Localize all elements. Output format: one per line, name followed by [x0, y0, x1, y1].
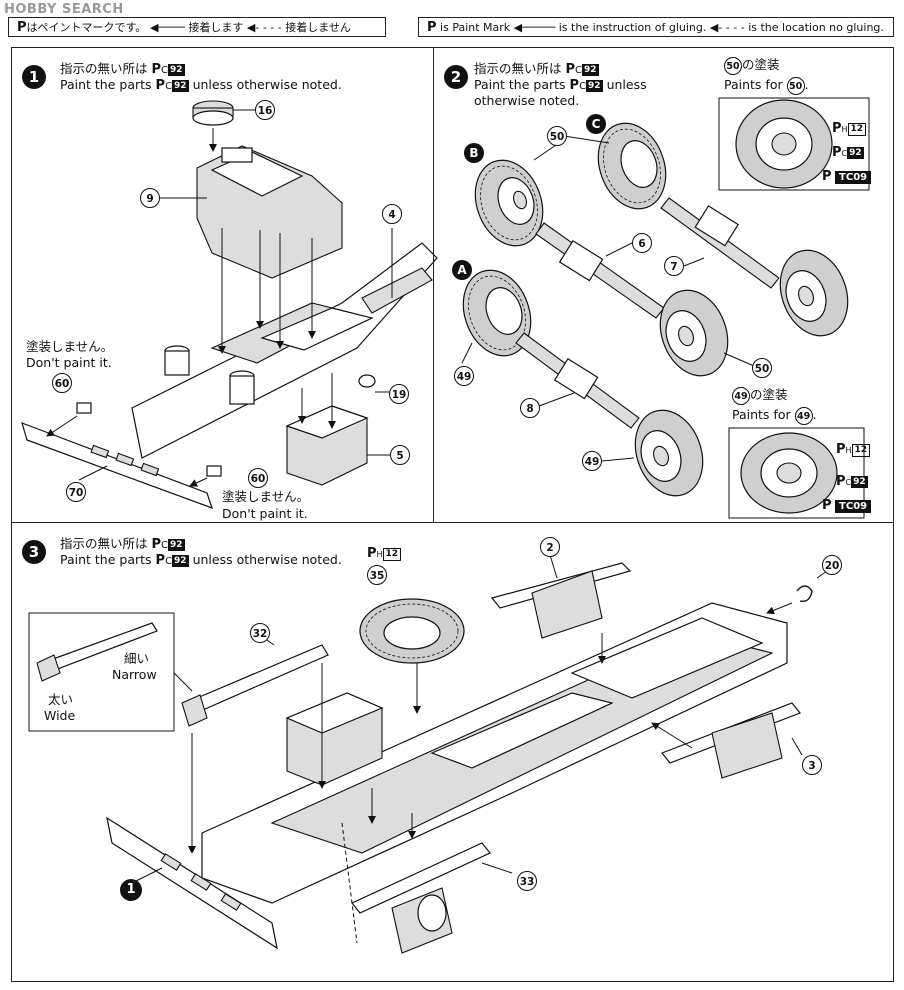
paint-mark-icon: P	[151, 62, 162, 77]
step-3-number: 3	[22, 540, 46, 564]
paint-mark-icon: P	[151, 537, 162, 552]
part-callout-49b: 49	[582, 451, 602, 471]
legend-en-glue: is the instruction of gluing.	[558, 21, 707, 34]
paint-mark-icon: P	[155, 78, 166, 93]
arrow-dashed-icon: ◀- - - -	[246, 21, 282, 34]
wide-en: Wide	[44, 708, 76, 723]
part-callout-50: 50	[547, 126, 567, 146]
detail-50-tc: P TC09	[822, 168, 872, 185]
step-1-no-paint-jp: 塗装しません。	[26, 339, 114, 354]
legend-en-paint: is Paint Mark	[440, 21, 511, 34]
detail-50-title-en: Paints for 50.	[724, 76, 809, 95]
part-callout-8: 8	[520, 398, 540, 418]
arrow-solid-icon: ◀────	[149, 21, 185, 34]
legend-jp: Pはペイントマークです。 ◀──── 接着します ◀- - - - 接着しません	[8, 17, 386, 37]
sub-label-a: A	[452, 260, 472, 280]
step-1-drawing	[21, 100, 438, 509]
legend-jp-noglue: 接着しません	[285, 21, 351, 34]
legend-en-noglue: is the location no gluing.	[748, 21, 884, 34]
part-callout-60: 60	[52, 373, 72, 393]
part-callout-49: 49	[454, 366, 474, 386]
watermark: HOBBY SEARCH	[4, 2, 124, 17]
paint-mark-icon: P	[569, 78, 580, 93]
sub-label-b: B	[464, 143, 484, 163]
part-callout-7: 7	[664, 256, 684, 276]
part-callout-70: 70	[66, 482, 86, 502]
arrow-dashed-icon: ◀- - - -	[709, 21, 745, 34]
part-callout-35: 35	[367, 565, 387, 585]
detail-49-title-en: Paints for 49.	[732, 406, 817, 425]
step-2-number: 2	[444, 65, 468, 89]
part-callout-33: 33	[517, 871, 537, 891]
step-2-instruction-en-2: otherwise noted.	[474, 93, 580, 108]
paint-mark-icon: P	[565, 62, 576, 77]
part-callout-16: 16	[255, 100, 275, 120]
legend-jp-glue: 接着します	[188, 21, 244, 34]
arrow-solid-icon: ◀─────	[513, 21, 556, 34]
part-callout-2: 2	[540, 537, 560, 557]
step-3-drawing	[28, 554, 828, 954]
sub-label-c: C	[586, 114, 606, 134]
narrow-en: Narrow	[112, 667, 157, 682]
step-1-number: 1	[22, 65, 46, 89]
detail-49-tc: P TC09	[822, 497, 872, 514]
step-2-drawing	[461, 97, 870, 519]
paint-mark-icon: P	[17, 20, 27, 35]
sub-label-1: 1	[120, 879, 142, 901]
wide-jp: 太い	[48, 692, 74, 707]
paint-mark-icon: P	[427, 20, 437, 35]
narrow-jp: 細い	[124, 651, 150, 666]
step-1-no-paint-en-2: Don't paint it.	[222, 506, 308, 521]
part-callout-3: 3	[802, 755, 822, 775]
paint-mark-icon: P	[155, 553, 166, 568]
step-1-no-paint-jp-2: 塗装しません。	[222, 489, 310, 504]
part-callout-20: 20	[822, 555, 842, 575]
legend-jp-paint: はペイントマークです。	[26, 21, 147, 34]
step-1-no-paint-en: Don't paint it.	[26, 355, 112, 370]
part-callout-19: 19	[389, 384, 409, 404]
part-callout-4: 4	[382, 204, 402, 224]
part-callout-6: 6	[632, 233, 652, 253]
legend-en: P is Paint Mark ◀───── is the instructio…	[418, 17, 894, 37]
part-callout-32: 32	[250, 623, 270, 643]
part-callout-9: 9	[140, 188, 160, 208]
part-callout-50b: 50	[752, 358, 772, 378]
part-callout-60b: 60	[248, 468, 268, 488]
part-callout-5: 5	[390, 445, 410, 465]
